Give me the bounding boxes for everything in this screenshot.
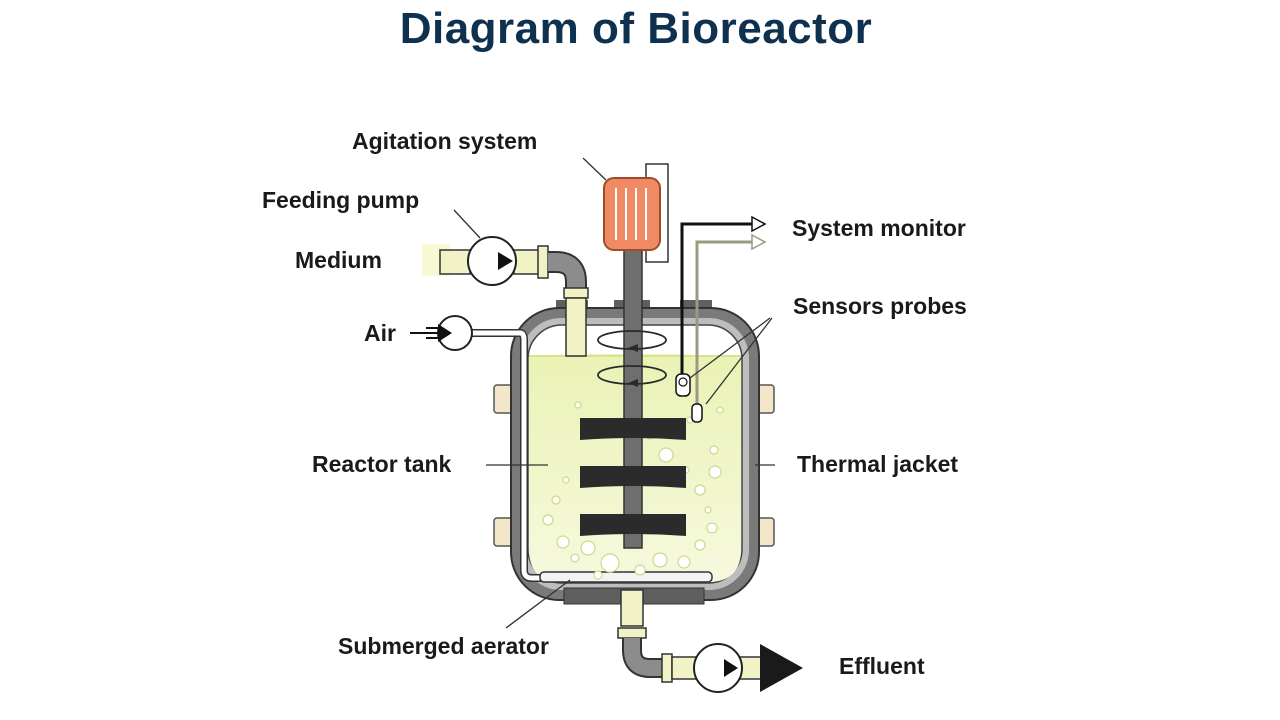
label-thermal-jacket: Thermal jacket — [797, 451, 959, 477]
medium-inlet — [422, 244, 589, 357]
label-submerged-aerator: Submerged aerator — [338, 633, 549, 659]
label-reactor-tank: Reactor tank — [312, 451, 452, 477]
agitator-shaft — [623, 249, 643, 549]
label-agitation-system: Agitation system — [352, 128, 538, 154]
air-line — [472, 329, 713, 583]
sensor-lines — [675, 215, 767, 423]
air-bubbles — [542, 401, 724, 580]
rotation-arrows — [597, 330, 667, 387]
label-effluent: Effluent — [839, 653, 925, 679]
bottom-flange — [563, 587, 705, 639]
air-pump — [410, 315, 473, 351]
leader-lines — [453, 157, 775, 629]
label-air: Air — [364, 320, 396, 346]
label-sensors-probes: Sensors probes — [793, 293, 967, 319]
effluent-arrow-icon — [760, 644, 803, 692]
impeller-blades — [580, 418, 686, 536]
label-feeding-pump: Feeding pump — [262, 187, 420, 213]
agitation-motor — [603, 163, 669, 263]
effluent-pump — [693, 643, 743, 693]
label-medium: Medium — [295, 247, 382, 273]
feeding-pump — [467, 236, 517, 286]
diagram-title: Diagram of Bioreactor — [399, 4, 873, 53]
label-system-monitor: System monitor — [792, 215, 966, 241]
effluent-pipe — [622, 638, 763, 683]
